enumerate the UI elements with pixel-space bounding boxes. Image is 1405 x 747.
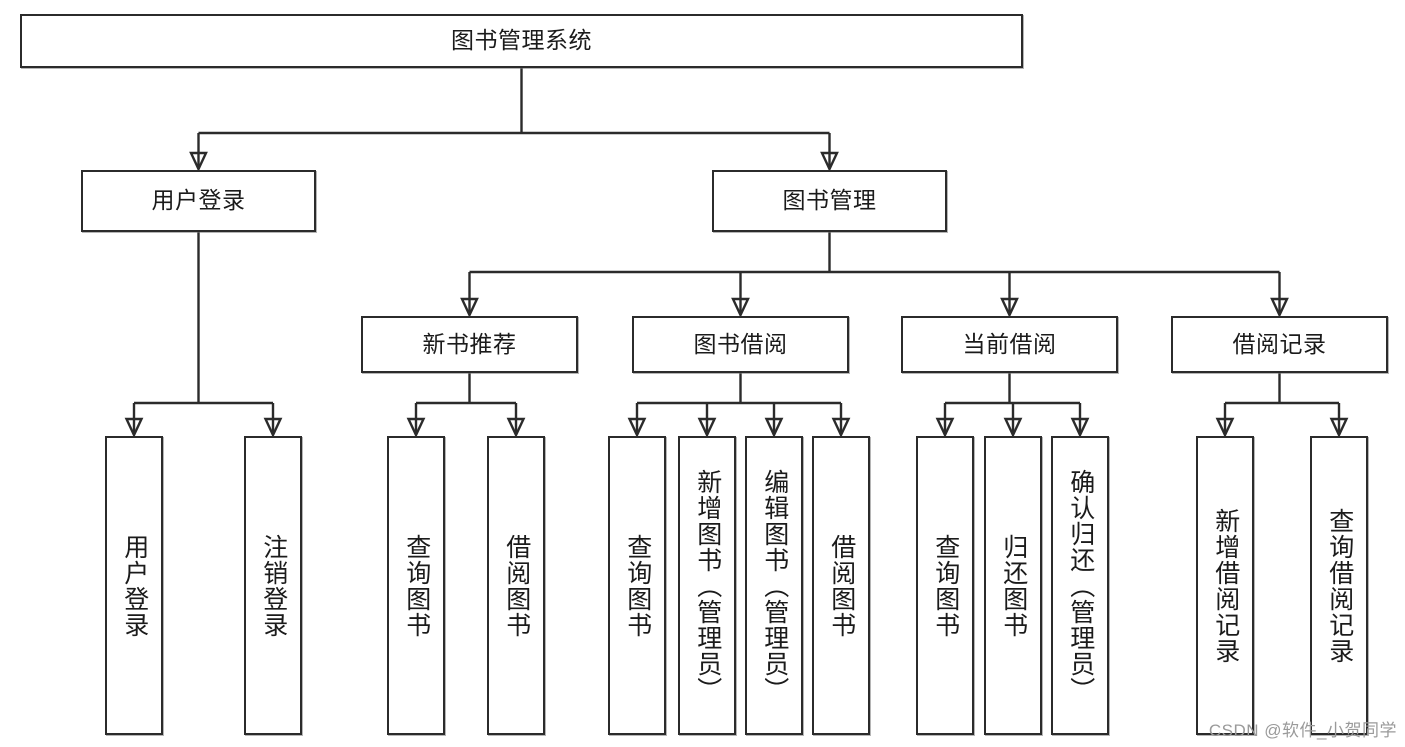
- edge-arrow-leaf-edit-book: [764, 417, 784, 438]
- node-leaf-query-book-2[interactable]: 查询图书: [608, 436, 666, 735]
- edge-arrow-leaf-user-login: [124, 417, 144, 438]
- node-leaf-confirm-return[interactable]: 确认归还（管理员）: [1051, 436, 1109, 735]
- edge-arrow-leaf-add-record: [1215, 417, 1235, 438]
- node-label: 图书管理系统: [451, 27, 592, 54]
- node-label: 图书管理: [782, 187, 877, 214]
- node-label: 用户登录: [120, 533, 149, 638]
- node-label: 借阅图书: [502, 533, 531, 638]
- node-user-login[interactable]: 用户登录: [81, 170, 316, 232]
- node-leaf-borrow-book-1[interactable]: 借阅图书: [487, 436, 545, 735]
- node-new-book-rec[interactable]: 新书推荐: [361, 316, 578, 373]
- edge-group: [124, 68, 1349, 438]
- node-label: 查询图书: [623, 533, 652, 638]
- node-book-borrow[interactable]: 图书借阅: [632, 316, 849, 373]
- node-leaf-user-login[interactable]: 用户登录: [105, 436, 163, 735]
- node-leaf-edit-book[interactable]: 编辑图书（管理员）: [745, 436, 803, 735]
- node-label: 新增借阅记录: [1211, 507, 1240, 664]
- edge-arrow-leaf-add-book: [697, 417, 717, 438]
- node-label: 确认归还（管理员）: [1066, 468, 1095, 703]
- node-label: 当前借阅: [962, 330, 1057, 357]
- node-leaf-return-book[interactable]: 归还图书: [984, 436, 1042, 735]
- node-label: 用户登录: [151, 187, 246, 214]
- edge-arrow-leaf-query-book-1: [406, 417, 426, 438]
- edge-arrow-leaf-confirm-return: [1070, 417, 1090, 438]
- edge-arrow-leaf-query-book-2: [627, 417, 647, 438]
- edge-arrow-leaf-query-record: [1329, 417, 1349, 438]
- node-book-manage[interactable]: 图书管理: [712, 170, 947, 232]
- node-label: 归还图书: [999, 533, 1028, 638]
- node-label: 新书推荐: [422, 330, 517, 357]
- edge-arrow-new-book-rec: [460, 297, 479, 318]
- node-leaf-query-record[interactable]: 查询借阅记录: [1310, 436, 1368, 735]
- node-label: 借阅记录: [1232, 330, 1327, 357]
- node-label: 查询图书: [402, 533, 431, 638]
- edge-arrow-leaf-borrow-book-1: [506, 417, 526, 438]
- edge-arrow-leaf-return-book: [1003, 417, 1023, 438]
- node-label: 注销登录: [259, 533, 288, 638]
- edge-arrow-book-borrow: [731, 297, 750, 318]
- watermark-label: CSDN @软件_小贺同学: [1208, 721, 1397, 740]
- node-label: 借阅图书: [827, 533, 856, 638]
- edge-arrow-user-login: [189, 151, 208, 172]
- edge-arrow-borrow-record: [1270, 297, 1289, 318]
- edge-arrow-leaf-borrow-book-2: [831, 417, 851, 438]
- node-label: 查询借阅记录: [1325, 507, 1354, 664]
- node-borrow-record[interactable]: 借阅记录: [1171, 316, 1388, 373]
- node-leaf-add-record[interactable]: 新增借阅记录: [1196, 436, 1254, 735]
- node-leaf-borrow-book-2[interactable]: 借阅图书: [812, 436, 870, 735]
- node-root[interactable]: 图书管理系统: [20, 14, 1023, 68]
- node-current-borrow[interactable]: 当前借阅: [901, 316, 1118, 373]
- node-label: 新增图书（管理员）: [693, 468, 722, 703]
- node-leaf-query-book-3[interactable]: 查询图书: [916, 436, 974, 735]
- node-leaf-user-logout[interactable]: 注销登录: [244, 436, 302, 735]
- node-label: 编辑图书（管理员）: [760, 468, 789, 703]
- edge-arrow-leaf-query-book-3: [935, 417, 955, 438]
- node-leaf-add-book[interactable]: 新增图书（管理员）: [678, 436, 736, 735]
- edge-arrow-current-borrow: [1000, 297, 1019, 318]
- edge-arrow-book-manage: [820, 151, 839, 172]
- node-label: 图书借阅: [693, 330, 788, 357]
- node-leaf-query-book-1[interactable]: 查询图书: [387, 436, 445, 735]
- edge-arrow-leaf-user-logout: [263, 417, 283, 438]
- node-label: 查询图书: [931, 533, 960, 638]
